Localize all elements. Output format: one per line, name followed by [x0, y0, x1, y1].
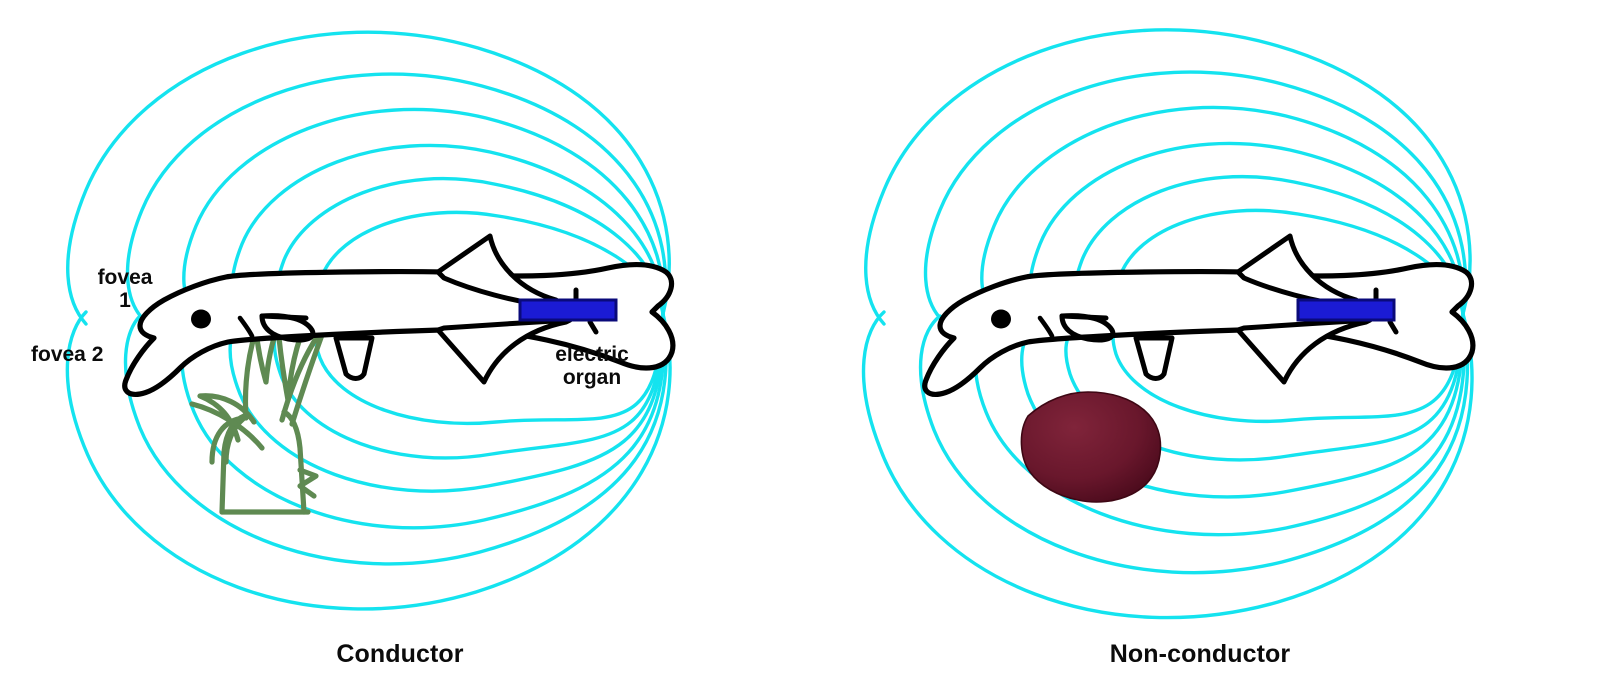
nonconductor-diagram: [861, 28, 1476, 620]
weakly-electric-fish: [122, 233, 676, 397]
ventral-fin: [333, 335, 375, 381]
gill-mark: [237, 315, 255, 339]
tail-notch-lower: [1387, 319, 1399, 335]
field-lines-lower-nonconductor: [861, 310, 1474, 620]
fish-eye: [191, 309, 211, 329]
pectoral-fin-ray: [1059, 313, 1109, 321]
weakly-electric-fish: [922, 233, 1476, 397]
panel-nonconductor: Non-conductor: [800, 0, 1600, 696]
pectoral-fin-ray: [259, 313, 309, 321]
ventral-fin: [1133, 335, 1175, 381]
tail-notch-lower: [587, 319, 599, 335]
caption-nonconductor: Non-conductor: [1109, 640, 1291, 668]
fish-body-outline: [922, 261, 1476, 397]
stone-nonconductor: [1020, 391, 1162, 503]
gill-mark: [1037, 315, 1055, 339]
caption-conductor: Conductor: [336, 640, 464, 668]
fish-eye: [991, 309, 1011, 329]
label-fovea-2: fovea 2: [31, 343, 104, 366]
electric-organ: [518, 298, 618, 322]
conductor-diagram: [65, 30, 676, 611]
electric-organ: [1296, 298, 1396, 322]
